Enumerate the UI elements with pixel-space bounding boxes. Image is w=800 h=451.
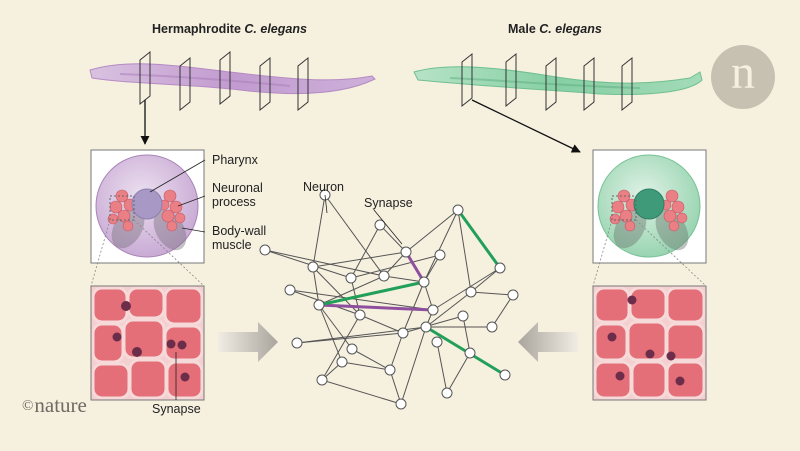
neuron-node: [494, 262, 506, 274]
network-edge: [400, 326, 427, 405]
neuron-leader-line: [324, 194, 328, 214]
neuron-node: [354, 309, 366, 321]
neuron-node: [378, 270, 390, 282]
network-edge: [350, 224, 381, 279]
network-edge: [457, 209, 472, 293]
network-edge: [296, 332, 404, 344]
network-edge: [289, 289, 434, 311]
network-edge: [324, 194, 385, 277]
neuron-node: [291, 337, 303, 349]
network-edge: [462, 315, 471, 354]
network-edge: [318, 275, 385, 306]
male-specific-edge: [317, 280, 426, 307]
body-wall-muscle-label: Body-wall muscle: [212, 224, 267, 252]
network-edge: [359, 314, 404, 334]
network-edge: [351, 348, 391, 371]
synapse-label-bottom: Synapse: [152, 402, 201, 416]
network-edge: [491, 294, 514, 328]
male-title: Male C. elegans: [508, 22, 602, 36]
hermaphrodite-worm: [89, 50, 376, 112]
arrow-to-right-section: [471, 99, 581, 153]
neuron-node: [486, 321, 498, 333]
neuron-node: [431, 336, 443, 348]
neuron-node: [316, 374, 328, 386]
hermaphrodite-specific-edge: [317, 303, 435, 312]
neuronal-process-label: Neuronal process: [212, 181, 263, 209]
network-edge: [321, 379, 402, 405]
network-edge: [470, 267, 501, 293]
network-edge: [312, 194, 326, 268]
male-worm: [413, 52, 703, 112]
network-edge: [389, 369, 402, 405]
hermaphrodite-specific-edge: [404, 250, 426, 284]
network-edge: [264, 249, 385, 277]
network-edge: [318, 304, 343, 363]
neuron-network: [259, 189, 519, 410]
network-edge: [402, 315, 464, 334]
neuron-node: [499, 369, 511, 381]
network-edge: [350, 254, 441, 279]
network-edge: [436, 341, 448, 394]
network-edge: [341, 361, 391, 371]
neuron-node: [465, 286, 477, 298]
synapse-leader-line: [373, 209, 403, 245]
network-edge: [379, 224, 407, 253]
neuron-node: [420, 321, 432, 333]
neuron-node: [336, 356, 348, 368]
neuron-node: [395, 398, 407, 410]
neuron-node: [452, 204, 464, 216]
male-tissue: [592, 285, 707, 401]
neuron-node: [384, 364, 396, 376]
network-edge: [312, 251, 407, 268]
hermaphrodite-tissue: [90, 285, 205, 401]
pharynx-label: Pharynx: [212, 153, 258, 167]
network-edge: [321, 314, 361, 381]
neuron-node: [400, 246, 412, 258]
neuron-node: [507, 289, 519, 301]
left-flow-arrow: [218, 322, 278, 362]
neuron-node: [441, 387, 453, 399]
neuron-node: [418, 276, 430, 288]
neuron-node: [259, 244, 271, 256]
neuron-node: [397, 327, 409, 339]
neuron-node: [345, 272, 357, 284]
nature-logo: n: [711, 45, 775, 109]
neuron-node: [457, 310, 469, 322]
network-edge: [389, 332, 404, 371]
neuron-node: [374, 219, 386, 231]
synapse-label-network: Synapse: [364, 196, 413, 210]
neuron-node: [427, 304, 439, 316]
network-edge: [383, 275, 425, 283]
network-edge: [425, 291, 472, 328]
male-specific-edge: [456, 208, 502, 270]
network-edge: [405, 209, 459, 253]
neuron-node: [464, 347, 476, 359]
hermaphrodite-cross-section: [90, 149, 206, 287]
network-edge: [264, 249, 352, 279]
neuron-label: Neuron: [303, 180, 344, 194]
neuron-node: [434, 249, 446, 261]
network-edge: [423, 209, 459, 283]
network-edge: [312, 266, 320, 306]
network-edge: [446, 352, 471, 394]
copyright-notice: ©nature: [22, 393, 87, 417]
neuron-node: [313, 299, 325, 311]
neuron-node: [307, 261, 319, 273]
neuron-node: [284, 284, 296, 296]
network-edge: [470, 291, 514, 296]
network-edge: [318, 304, 353, 350]
right-flow-arrow: [518, 322, 578, 362]
hermaphrodite-title: Hermaphrodite C. elegans: [152, 22, 307, 36]
male-cross-section: [592, 149, 707, 287]
neuron-node: [346, 343, 358, 355]
